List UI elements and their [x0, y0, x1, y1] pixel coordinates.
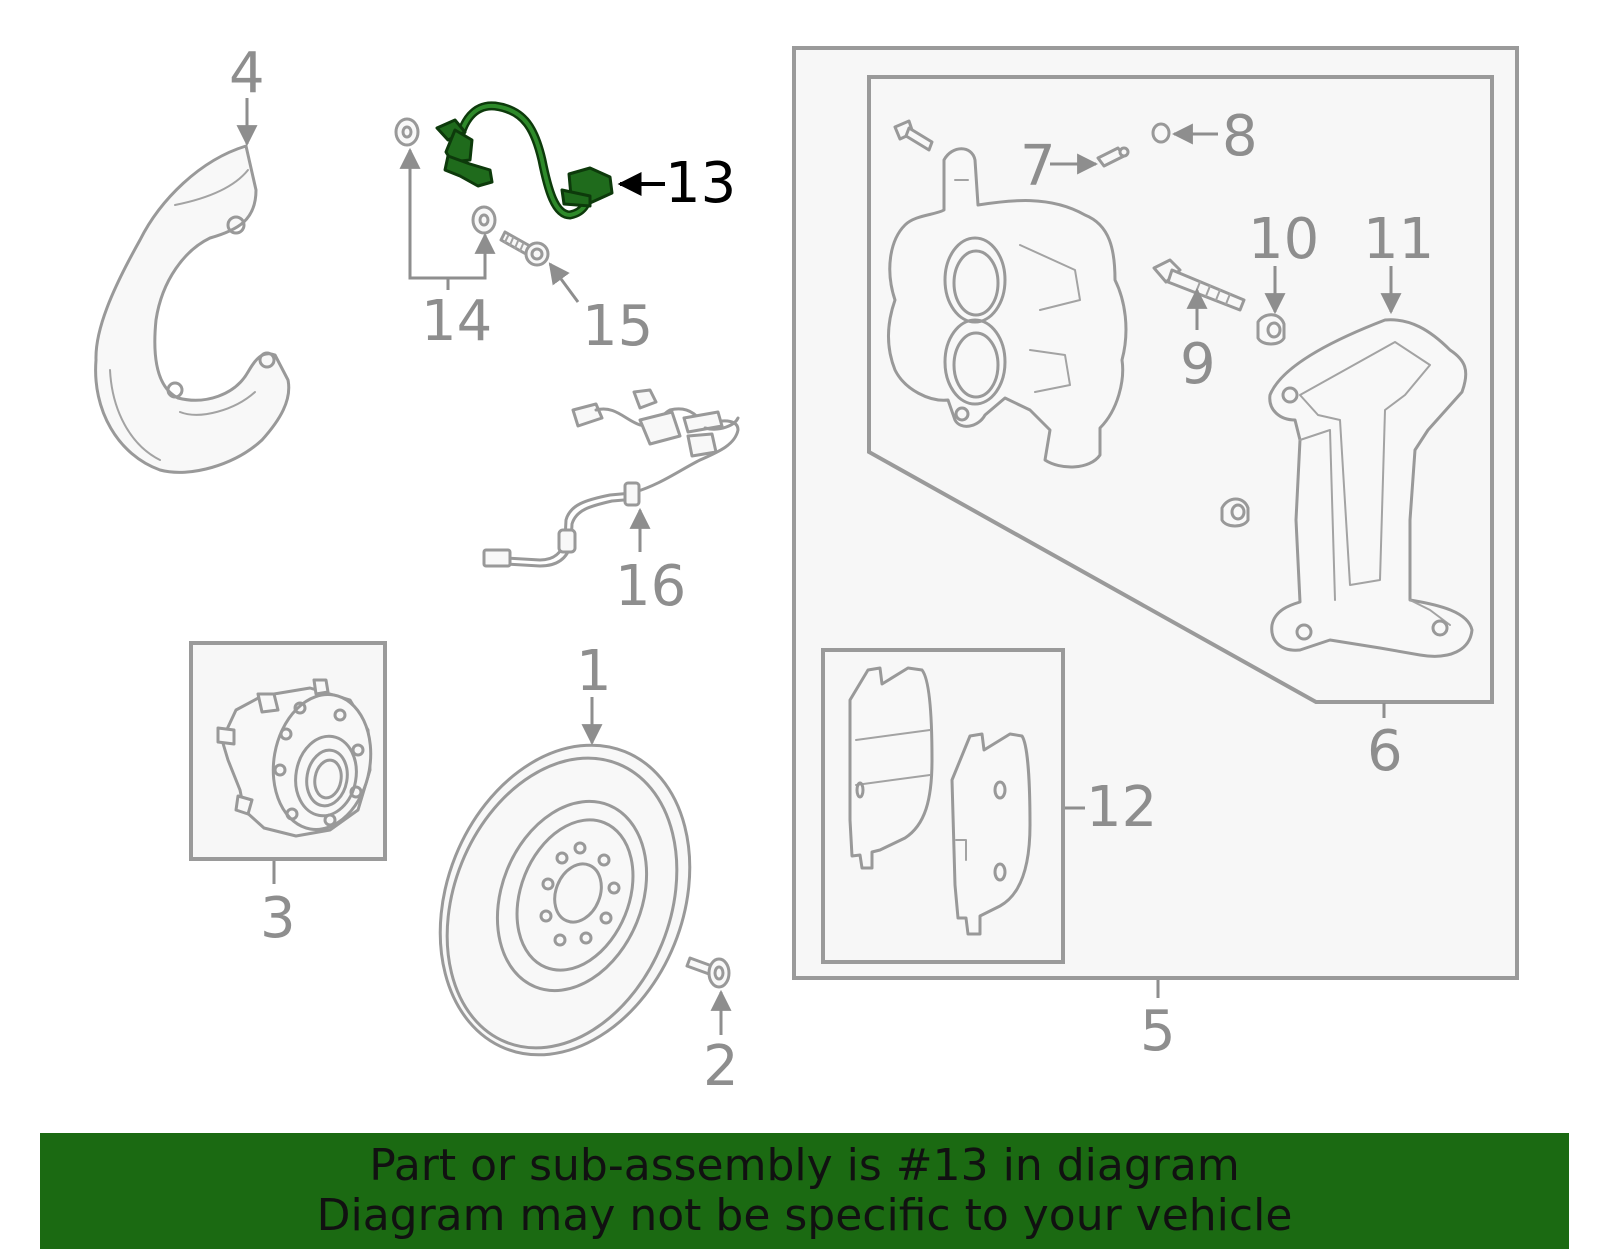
- caliper-part[interactable]: [887, 147, 1128, 469]
- callout-5: 5: [1140, 999, 1176, 1064]
- brake-pads-part[interactable]: [848, 666, 1032, 936]
- callout-16: 16: [615, 554, 686, 619]
- callout-7: 7: [1020, 134, 1056, 199]
- callout-1: 1: [576, 639, 612, 704]
- rotor-screw-part[interactable]: [685, 956, 731, 989]
- parts-diagram: 4 13 14 15 16 1 3 2 5 6 7 8 9 10 11 12: [94, 41, 1519, 1099]
- bleeder-screw-part[interactable]: [1096, 146, 1130, 168]
- callout-2: 2: [703, 1034, 739, 1099]
- banner-line-1: Part or sub-assembly is #13 in diagram: [369, 1140, 1240, 1191]
- splash-shield-part[interactable]: [94, 144, 291, 474]
- info-banner: Part or sub-assembly is #13 in diagram D…: [40, 1133, 1569, 1249]
- callout-6: 6: [1367, 719, 1403, 784]
- wheel-speed-sensor-part[interactable]: [482, 388, 740, 568]
- callout-15: 15: [582, 294, 653, 359]
- guide-pin-boot-part[interactable]: [1220, 313, 1286, 528]
- callout-12: 12: [1086, 775, 1157, 840]
- bleeder-cap-part[interactable]: [1151, 122, 1171, 144]
- leader-lines: [236, 98, 1402, 1035]
- hub-bearing-part[interactable]: [216, 678, 381, 838]
- brake-hose-part[interactable]: [435, 101, 614, 220]
- callout-11: 11: [1363, 207, 1434, 272]
- callout-13[interactable]: 13: [665, 151, 736, 216]
- banjo-bolt-part[interactable]: [499, 230, 550, 267]
- callout-8: 8: [1222, 104, 1258, 169]
- caliper-bracket-part[interactable]: [1268, 318, 1474, 658]
- callout-3: 3: [260, 886, 296, 951]
- banner-line-2: Diagram may not be specific to your vehi…: [316, 1190, 1293, 1241]
- callout-9: 9: [1180, 332, 1216, 397]
- callout-4: 4: [229, 41, 265, 106]
- brake-rotor-part[interactable]: [396, 707, 735, 1092]
- caliper-bolt-part[interactable]: [893, 119, 934, 152]
- callout-14: 14: [421, 289, 492, 354]
- callout-10: 10: [1248, 207, 1319, 272]
- callout-labels: 4 13 14 15 16 1 3 2 5 6 7 8 9 10 11 12: [229, 41, 1434, 1099]
